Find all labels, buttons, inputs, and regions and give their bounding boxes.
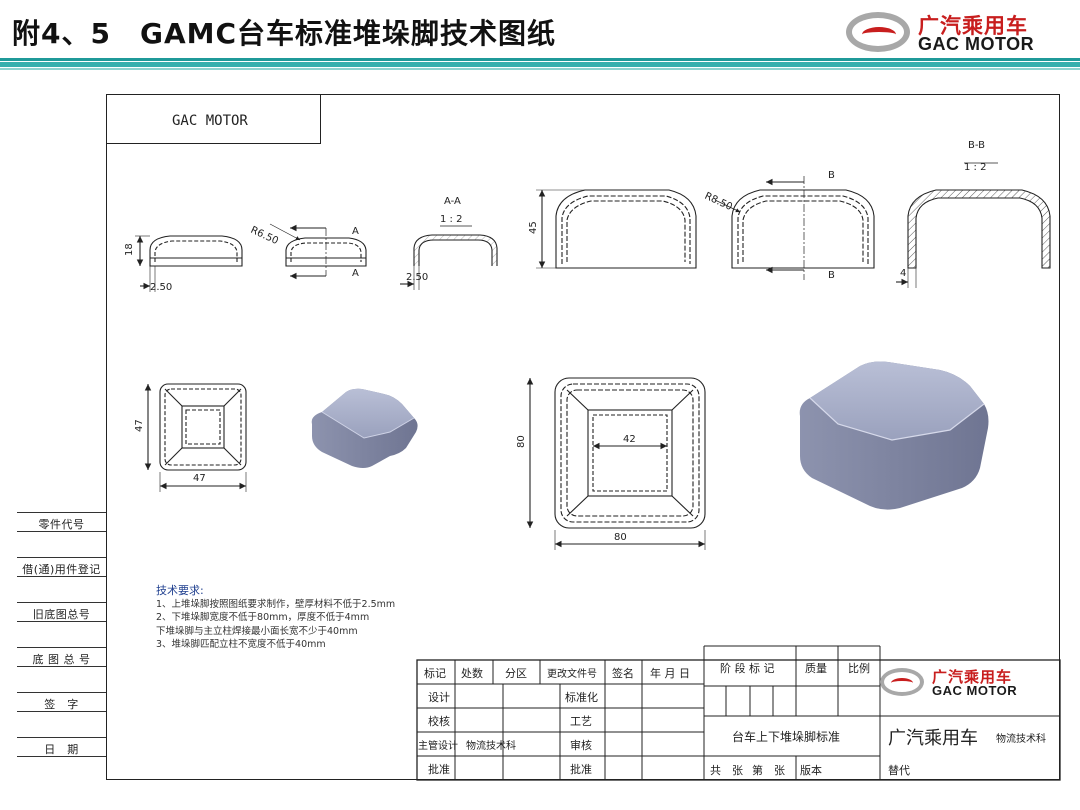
logo-chinese-text: 广汽乘用车 bbox=[932, 668, 1013, 686]
dim-large-inner: 42 bbox=[623, 434, 636, 445]
tb-version: 版本 bbox=[800, 763, 822, 777]
title-block-logo: 广汽乘用车 GAC MOTOR bbox=[880, 666, 1055, 702]
technical-requirements: 技术要求: 1、上堆垛脚按照图纸要求制作，壁厚材料不低于2.5mm 2、下堆垛脚… bbox=[156, 584, 395, 652]
header-divider-band bbox=[0, 62, 1080, 67]
dim-wall-small: 2.50 bbox=[150, 282, 172, 293]
drawing-corner-label-box: GAC MOTOR bbox=[106, 94, 321, 144]
tech-requirements-title: 技术要求: bbox=[156, 584, 204, 597]
tb-role-review: 审核 bbox=[570, 738, 592, 752]
section-bb-view bbox=[896, 162, 1051, 288]
sidebar-label: 借(通)用件登记 bbox=[22, 563, 101, 576]
tech-requirement-line: 3、堆垛脚匹配立柱不宽度不低于40mm bbox=[156, 639, 326, 650]
sidebar-label: 签 字 bbox=[44, 698, 79, 711]
tech-requirement-line: 2、下堆垛脚宽度不低于80mm，厚度不低于4mm bbox=[156, 612, 370, 623]
gac-motor-logo: 广汽乘用车 GAC MOTOR bbox=[846, 10, 1066, 56]
logo-chinese-text: 广汽乘用车 bbox=[918, 14, 1028, 38]
sidebar-label: 旧底图总号 bbox=[32, 608, 91, 621]
sidebar-label: 零件代号 bbox=[38, 518, 85, 531]
small-foot-section-marker-view bbox=[269, 223, 367, 280]
large-foot-section-marker-view bbox=[714, 176, 875, 280]
large-foot-3d-render bbox=[799, 361, 989, 510]
gac-logo-emblem-icon bbox=[846, 12, 910, 52]
header-divider-band bbox=[0, 68, 1080, 70]
plan-views-dimensions: 47 47 80 80 42 bbox=[134, 419, 636, 543]
tb-part-name: 台车上下堆垛脚标准 bbox=[732, 729, 840, 744]
logo-english-text: GAC MOTOR bbox=[932, 683, 1018, 698]
section-bb-title: B-B bbox=[968, 140, 985, 151]
section-aa-view bbox=[400, 225, 498, 290]
drawing-corner-label: GAC MOTOR bbox=[172, 113, 248, 129]
tb-company: 广汽乘用车 bbox=[888, 728, 978, 749]
tb-sheet-total: 共 张 bbox=[710, 764, 743, 777]
sidebar-label: 底 图 总 号 bbox=[32, 653, 91, 666]
small-foot-3d-render bbox=[311, 388, 418, 468]
title-block-text: 标记 处数 分区 更改文件号 签名 年 月 日 设计 校核 主管设计 批准 物流… bbox=[418, 661, 1046, 777]
dim-wall-bb: 4 bbox=[900, 268, 906, 279]
tb-role-process: 工艺 bbox=[570, 715, 592, 728]
tb-header-count: 处数 bbox=[461, 667, 483, 680]
gac-logo-emblem-icon bbox=[880, 668, 924, 696]
section-b-top-label: B bbox=[828, 170, 835, 181]
tb-header-date: 年 月 日 bbox=[650, 666, 690, 680]
dim-height-small: 18 bbox=[124, 243, 135, 256]
tb-header-mark: 标记 bbox=[424, 666, 446, 680]
tb-dept: 物流技术科 bbox=[996, 732, 1046, 745]
upper-views-dimensions: 18 2.50 R6.50 A A A-A 1 : 2 2.50 45 R8.5… bbox=[124, 140, 986, 293]
tech-requirement-line: 下堆垛脚与主立柱焊接最小面长宽不少于40mm bbox=[156, 625, 358, 637]
logo-english-text: GAC MOTOR bbox=[918, 34, 1035, 54]
tb-designer-dept: 物流技术科 bbox=[466, 739, 516, 752]
small-foot-plan-view bbox=[144, 383, 247, 492]
sidebar-row-old-drawing-no: 旧底图总号 bbox=[17, 602, 106, 622]
sidebar-row-borrowed-part: 借(通)用件登记 bbox=[17, 557, 106, 577]
large-foot-side-view bbox=[536, 189, 697, 269]
tb-role-design: 设计 bbox=[428, 691, 450, 704]
tb-role-standardization: 标准化 bbox=[565, 690, 598, 704]
tb-header-change-doc: 更改文件号 bbox=[547, 667, 597, 680]
tb-sheet-number: 第 张 bbox=[752, 763, 785, 777]
section-aa-title: A-A bbox=[444, 196, 461, 207]
dim-small-width: 47 bbox=[193, 473, 206, 484]
title-block-grid bbox=[416, 645, 1061, 781]
small-foot-side-view bbox=[135, 235, 243, 292]
sidebar-label: 日 期 bbox=[44, 743, 79, 756]
dim-height-large: 45 bbox=[528, 221, 539, 234]
sidebar-row-date: 日 期 bbox=[17, 737, 106, 757]
tb-header-zone: 分区 bbox=[505, 667, 527, 680]
section-a-top-label: A bbox=[352, 226, 359, 237]
slide-title: 附4、5 GAMC台车标准堆垛脚技术图纸 bbox=[12, 17, 557, 50]
section-b-bottom-label: B bbox=[828, 270, 835, 281]
radius-large: R8.50 bbox=[703, 191, 734, 213]
tb-stage-mark: 阶 段 标 记 bbox=[720, 661, 775, 675]
sidebar-row-drawing-no: 底 图 总 号 bbox=[17, 647, 106, 667]
tb-role-lead-design: 主管设计 bbox=[418, 739, 458, 752]
header-divider-band bbox=[0, 58, 1080, 61]
tb-mass: 质量 bbox=[805, 662, 827, 675]
large-foot-plan-view bbox=[526, 377, 706, 550]
tb-role-approve: 批准 bbox=[428, 762, 450, 776]
sidebar-row-signature: 签 字 bbox=[17, 692, 106, 712]
dim-large-width: 80 bbox=[614, 532, 627, 543]
section-bb-scale: 1 : 2 bbox=[964, 162, 986, 173]
radius-small: R6.50 bbox=[249, 225, 280, 247]
section-aa-scale: 1 : 2 bbox=[440, 214, 462, 225]
tb-role-check: 校核 bbox=[428, 714, 450, 728]
section-a-bottom-label: A bbox=[352, 268, 359, 279]
tech-requirement-line: 1、上堆垛脚按照图纸要求制作，壁厚材料不低于2.5mm bbox=[156, 598, 396, 610]
dim-wall-aa: 2.50 bbox=[406, 272, 428, 283]
dim-small-depth: 47 bbox=[134, 419, 145, 432]
sidebar-row-part-code: 零件代号 bbox=[17, 512, 106, 532]
tb-scale: 比例 bbox=[848, 661, 870, 675]
dim-large-depth: 80 bbox=[516, 435, 527, 448]
tb-role-approve-2: 批准 bbox=[570, 762, 592, 776]
tb-header-signature: 签名 bbox=[612, 666, 634, 680]
tb-supersedes: 替代 bbox=[888, 763, 910, 777]
